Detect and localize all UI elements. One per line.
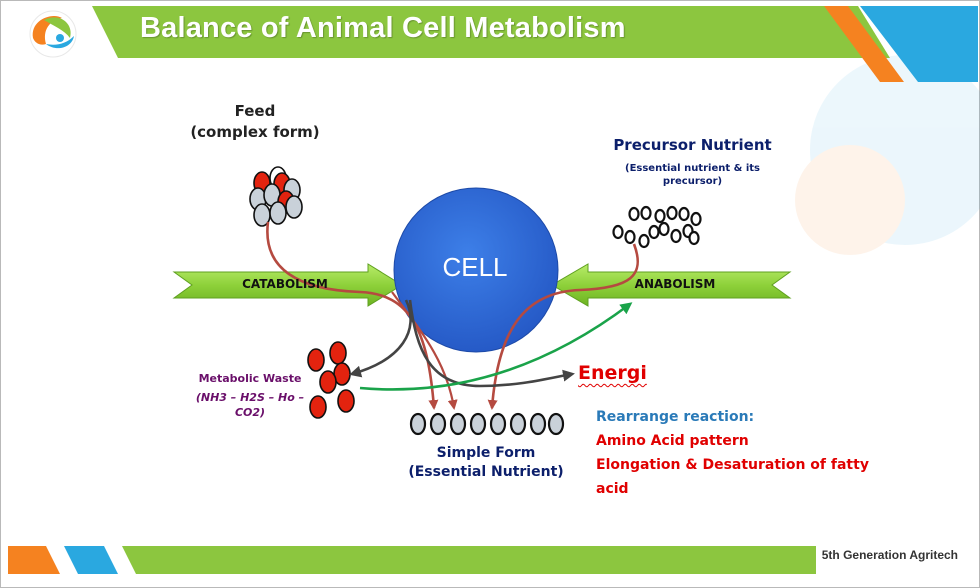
rearrange-item: Elongation & Desaturation of fatty — [596, 457, 869, 473]
waste-molecules — [307, 341, 355, 419]
catabolism-label: CATABOLISM — [242, 277, 328, 291]
precursor-to-simple-path — [487, 243, 640, 410]
watermark-logo — [795, 55, 980, 255]
footer-bar — [8, 546, 816, 574]
feed-to-simple-path — [266, 221, 439, 410]
precursor-subtitle: (Essential nutrient & its precursor) — [625, 163, 760, 187]
cell-label: CELL — [442, 252, 508, 282]
simple-form-label: Simple Form (Essential Nutrient) — [388, 444, 584, 482]
cell-to-waste-path — [349, 299, 412, 378]
feed-title: Feed — [234, 102, 276, 120]
energy-label: Energi — [578, 362, 647, 384]
precursor-molecules — [612, 205, 702, 249]
simple-form-subtitle: (Essential Nutrient) — [408, 464, 564, 480]
cell-to-energy-path — [408, 299, 575, 388]
waste-to-anabolism-path — [359, 302, 633, 391]
feed-molecule-cluster — [249, 166, 303, 227]
simple-form-molecules — [409, 412, 565, 436]
metabolic-waste-title: Metabolic Waste — [198, 372, 302, 385]
page-title: Balance of Animal Cell Metabolism — [140, 12, 626, 44]
anabolism-arrow — [551, 263, 792, 307]
rearrange-item: acid — [596, 481, 629, 497]
catabolism-arrow — [172, 263, 403, 307]
footer-brand: 5th Generation Agritech — [821, 548, 958, 562]
feed-to-simple-path-2 — [391, 291, 458, 410]
header-bar — [92, 6, 978, 82]
rearrange-item: Amino Acid pattern — [596, 433, 749, 449]
anabolism-label: ANABOLISM — [634, 277, 716, 291]
rearrange-title: Rearrange reaction: — [596, 409, 755, 425]
feed-label: Feed (complex form) — [190, 101, 320, 143]
company-logo-icon — [29, 10, 77, 58]
cell-circle — [393, 187, 559, 353]
simple-form-title: Simple Form — [436, 445, 536, 461]
feed-subtitle: (complex form) — [190, 123, 320, 141]
precursor-title: Precursor Nutrient — [613, 136, 772, 154]
metabolic-waste-formula: (NH3 – H2S – Ho – CO2) — [195, 391, 305, 419]
